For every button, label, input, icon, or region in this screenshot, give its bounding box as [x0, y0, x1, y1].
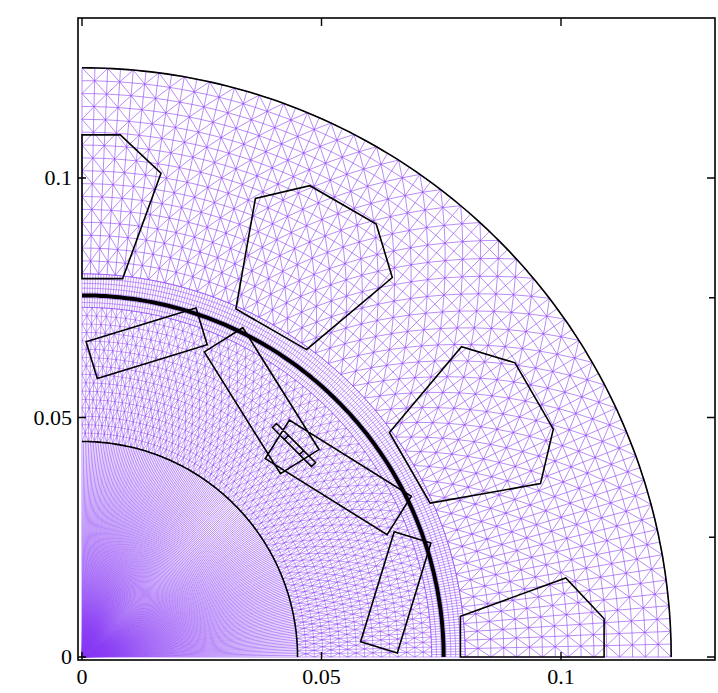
geometry-outline [82, 68, 671, 657]
axis-ticks [78, 18, 715, 660]
airgap-circle [82, 295, 444, 657]
tick-label: 0 [77, 666, 88, 688]
tick-label: 0.05 [34, 407, 73, 429]
stator-mesh [82, 68, 671, 657]
plot-frame [78, 18, 715, 660]
tick-label: 0.1 [45, 167, 73, 189]
tick-label: 0.05 [302, 666, 341, 688]
tick-label: 0 [61, 646, 72, 668]
tick-label: 0.1 [547, 666, 575, 688]
